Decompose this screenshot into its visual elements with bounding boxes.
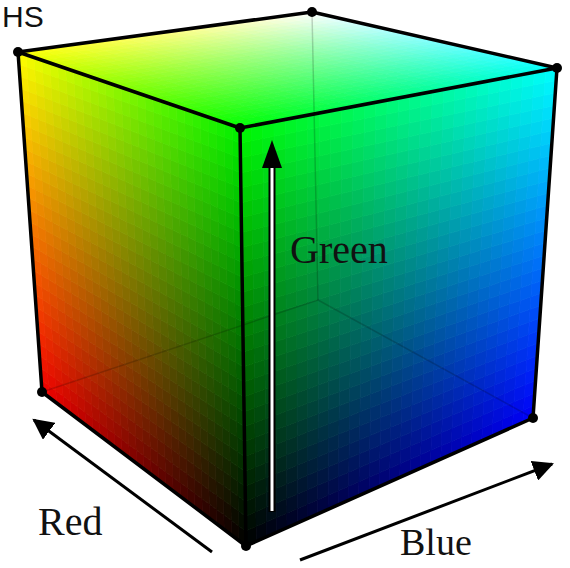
cube-corners	[13, 7, 562, 551]
heading-fragment: HS	[2, 0, 44, 33]
axis-label: Blue	[400, 522, 472, 564]
red-axis-arrow	[34, 420, 212, 552]
axis-label: Red	[38, 500, 102, 544]
cube-edges	[18, 12, 557, 546]
green-axis-arrow	[262, 140, 282, 512]
cube-faces	[18, 12, 557, 546]
hidden-edges	[42, 12, 533, 418]
axis-label: Green	[290, 228, 388, 272]
